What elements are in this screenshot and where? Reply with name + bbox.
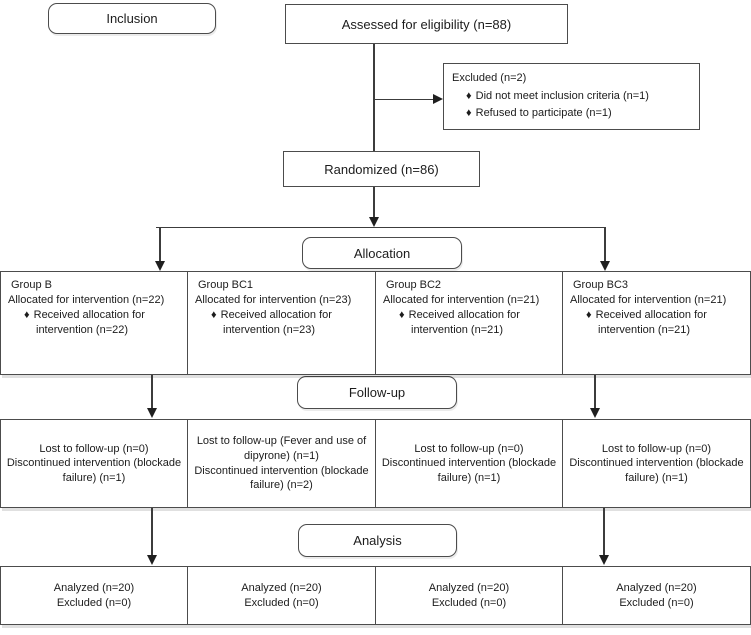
arrowhead-down-icon: [146, 408, 157, 418]
analysis-analyzed: Analyzed (n=20): [241, 581, 322, 594]
group-name: Group BC2: [386, 279, 442, 291]
excluded-item-text: Refused to participate (n=1): [475, 107, 612, 119]
followup-lost: Lost to follow-up (Fever and use of dipy…: [196, 435, 367, 462]
analysis-analyzed: Analyzed (n=20): [616, 581, 697, 594]
analysis-analyzed: Analyzed (n=20): [53, 581, 135, 594]
connector-line: [374, 98, 434, 100]
excluded-box: Excluded (n=2) ♦Did not meet inclusion c…: [443, 63, 700, 130]
connector-line: [151, 375, 153, 409]
arrowhead-down-icon: [599, 261, 610, 271]
group-name: Group B: [11, 279, 52, 291]
connector-line: [159, 227, 161, 262]
excluded-item-text: Did not meet inclusion criteria (n=1): [475, 90, 649, 102]
analysis-excluded: Excluded (n=0): [56, 596, 132, 609]
followup-box-bc3: Lost to follow-up (n=0) Discontinued int…: [563, 419, 751, 508]
connector-line: [603, 508, 605, 556]
group-received: ♦Received allocation for intervention (n…: [399, 308, 563, 337]
group-received-text: Received allocation for intervention (n=…: [595, 309, 707, 336]
group-allocated: Allocated for intervention (n=23): [195, 293, 352, 306]
followup-lost: Lost to follow-up (n=0): [39, 442, 149, 455]
diamond-bullet-icon: ♦: [466, 90, 472, 102]
followup-box-bc2: Lost to follow-up (n=0) Discontinued int…: [376, 419, 563, 508]
connector-line: [151, 508, 153, 556]
analysis-excluded: Excluded (n=0): [244, 596, 319, 609]
group-allocated: Allocated for intervention (n=22): [8, 293, 165, 306]
group-box-b: Group B Allocated for intervention (n=22…: [0, 271, 188, 375]
followup-row: Lost to follow-up (n=0) Discontinued int…: [0, 419, 751, 508]
connector-line: [373, 187, 375, 218]
randomized-box: Randomized (n=86): [283, 151, 480, 187]
assessed-eligibility-box: Assessed for eligibility (n=88): [285, 4, 568, 44]
analysis-analyzed: Analyzed (n=20): [428, 581, 510, 594]
stage-label-analysis: Analysis: [298, 524, 457, 557]
connector-line: [594, 375, 596, 409]
followup-box-bc1: Lost to follow-up (Fever and use of dipy…: [188, 419, 376, 508]
followup-discontinued: Discontinued intervention (blockade fail…: [6, 457, 182, 484]
group-allocated: Allocated for intervention (n=21): [383, 293, 540, 306]
analysis-box-bc2: Analyzed (n=20) Excluded (n=0): [376, 566, 563, 625]
connector-line: [604, 227, 606, 262]
arrowhead-down-icon: [368, 217, 379, 227]
followup-discontinued: Discontinued intervention (blockade fail…: [194, 464, 369, 492]
followup-lost: Lost to follow-up (n=0): [601, 442, 712, 455]
group-name: Group BC1: [198, 279, 254, 291]
allocation-row: Group B Allocated for intervention (n=22…: [0, 271, 751, 375]
followup-discontinued: Discontinued intervention (blockade fail…: [381, 457, 557, 484]
excluded-title: Excluded (n=2): [452, 72, 527, 84]
group-name: Group BC3: [573, 279, 629, 291]
group-allocated: Allocated for intervention (n=21): [570, 293, 727, 306]
diamond-bullet-icon: ♦: [399, 309, 405, 322]
diamond-bullet-icon: ♦: [466, 107, 472, 119]
group-box-bc3: Group BC3 Allocated for intervention (n=…: [563, 271, 751, 375]
diamond-bullet-icon: ♦: [24, 309, 30, 322]
followup-discontinued: Discontinued intervention (blockade fail…: [569, 457, 744, 484]
excluded-item: ♦Refused to participate (n=1): [452, 107, 693, 119]
analysis-box-b: Analyzed (n=20) Excluded (n=0): [0, 566, 188, 625]
group-received: ♦Received allocation for intervention (n…: [586, 308, 750, 337]
group-received-text: Received allocation for intervention (n=…: [33, 309, 145, 336]
stage-label-followup: Follow-up: [297, 376, 457, 409]
connector-line: [373, 44, 375, 151]
arrowhead-down-icon: [154, 261, 165, 271]
arrowhead-down-icon: [598, 555, 609, 565]
group-received-text: Received allocation for intervention (n=…: [408, 309, 520, 336]
followup-lost: Lost to follow-up (n=0): [414, 442, 524, 455]
analysis-row: Analyzed (n=20) Excluded (n=0) Analyzed …: [0, 566, 751, 625]
arrowhead-down-icon: [589, 408, 600, 418]
stage-label-inclusion: Inclusion: [48, 3, 216, 34]
group-box-bc1: Group BC1 Allocated for intervention (n=…: [188, 271, 376, 375]
followup-box-b: Lost to follow-up (n=0) Discontinued int…: [0, 419, 188, 508]
group-received-text: Received allocation for intervention (n=…: [220, 309, 332, 336]
group-box-bc2: Group BC2 Allocated for intervention (n=…: [376, 271, 563, 375]
arrowhead-right-icon: [433, 94, 443, 104]
analysis-excluded: Excluded (n=0): [619, 596, 694, 609]
analysis-box-bc1: Analyzed (n=20) Excluded (n=0): [188, 566, 376, 625]
diamond-bullet-icon: ♦: [586, 309, 592, 322]
analysis-box-bc3: Analyzed (n=20) Excluded (n=0): [563, 566, 751, 625]
connector-line: [156, 226, 606, 228]
group-received: ♦Received allocation for intervention (n…: [24, 308, 188, 337]
stage-label-allocation: Allocation: [302, 237, 462, 269]
group-received: ♦Received allocation for intervention (n…: [211, 308, 375, 337]
analysis-excluded: Excluded (n=0): [431, 596, 507, 609]
arrowhead-down-icon: [146, 555, 157, 565]
diamond-bullet-icon: ♦: [211, 309, 217, 322]
excluded-item: ♦Did not meet inclusion criteria (n=1): [452, 90, 693, 102]
